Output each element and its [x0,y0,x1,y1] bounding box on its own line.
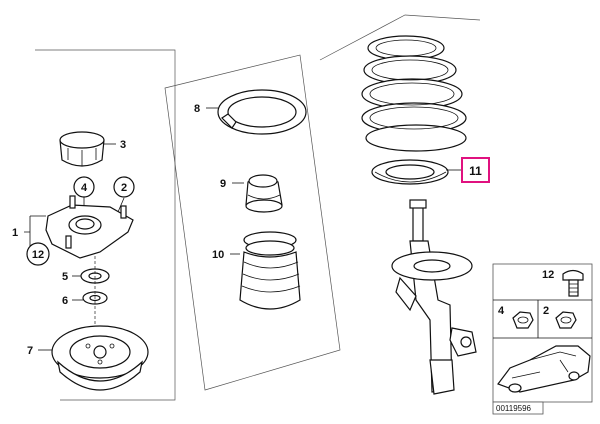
callout-12[interactable]: 12 [26,242,50,266]
part-7-spring-seat[interactable] [51,325,149,391]
svg-text:10: 10 [212,249,224,261]
svg-text:4: 4 [81,182,88,194]
part-1-strut-mount[interactable] [45,195,134,259]
svg-text:1: 1 [12,227,18,239]
callout-10[interactable]: 10 [212,249,224,261]
svg-text:3: 3 [120,139,126,151]
callout-3[interactable]: 3 [120,139,126,151]
part-11-spring-pad[interactable] [371,159,449,185]
legend-label-2: 2 [543,305,549,317]
callout-6[interactable]: 6 [62,295,68,307]
legend-nut-2-icon [555,311,577,329]
group-frame-middle [164,54,341,391]
group-frame-left [35,49,176,401]
legend-bolt-12-icon [562,269,584,297]
callout-8[interactable]: 8 [194,103,200,115]
part-10-dust-boot[interactable] [239,231,301,310]
svg-text:2: 2 [121,182,127,194]
svg-text:7: 7 [27,345,33,357]
callout-5[interactable]: 5 [62,271,68,283]
callout-7[interactable]: 7 [27,345,33,357]
callout-11-highlighted[interactable]: 11 [461,157,490,183]
svg-text:11: 11 [469,164,482,178]
car-silhouette-icon [497,345,591,393]
callout-1[interactable]: 1 [12,227,18,239]
legend-label-12: 12 [542,269,554,281]
diagram-code: 00119596 [496,404,532,413]
callout-9[interactable]: 9 [220,178,226,190]
svg-text:12: 12 [32,249,44,261]
svg-text:5: 5 [62,271,68,283]
callout-4[interactable]: 4 [73,176,95,198]
legend-nut-4-icon [512,311,534,329]
part-3-cap[interactable] [59,131,105,167]
svg-text:6: 6 [62,295,68,307]
svg-text:8: 8 [194,103,200,115]
coil-spring [361,35,467,152]
part-9-bump-stop[interactable] [245,174,283,213]
callout-2[interactable]: 2 [113,176,135,198]
svg-text:9: 9 [220,178,226,190]
diagram-code-box [492,401,544,415]
group-frame-right [319,14,481,61]
strut-assembly [391,199,477,395]
part-8-spring-pad[interactable] [217,89,307,135]
legend-label-4: 4 [498,305,505,317]
